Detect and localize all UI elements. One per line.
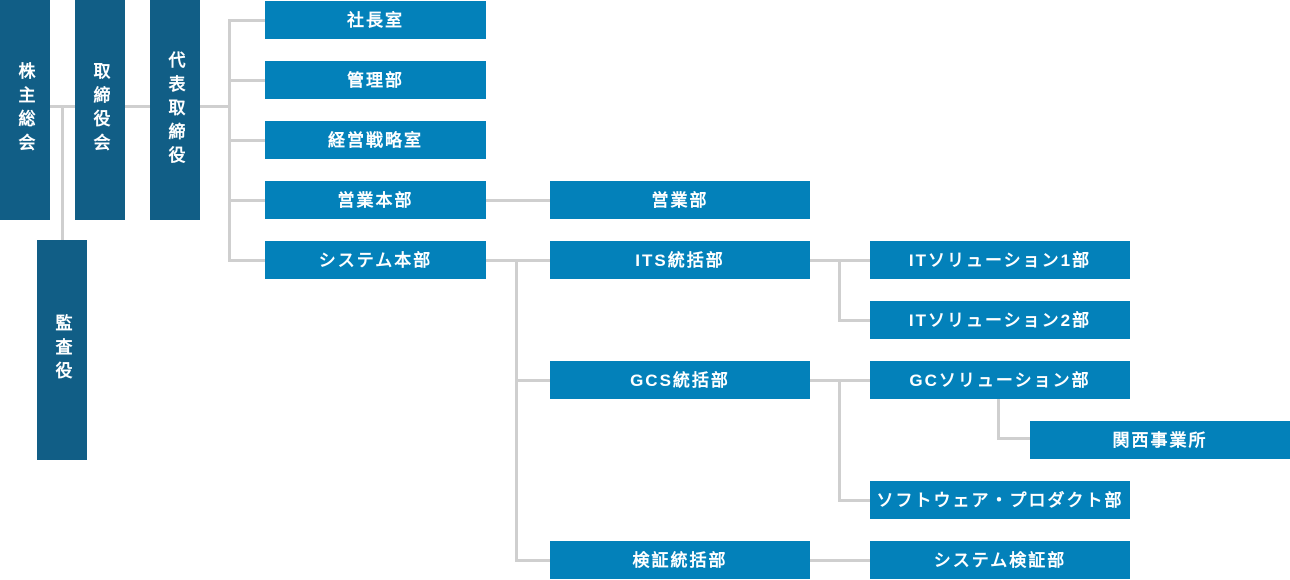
connector-line	[50, 105, 230, 108]
connector-line	[838, 379, 841, 502]
node-presidents-office: 社長室	[265, 1, 486, 39]
node-kansai-office: 関西事業所	[1030, 421, 1290, 459]
connector-line	[810, 259, 841, 262]
connector-line	[838, 259, 870, 262]
node-gcs-division: GCS統括部	[550, 361, 810, 399]
connector-line	[838, 499, 870, 502]
connector-line	[838, 259, 841, 322]
node-verification-division: 検証統括部	[550, 541, 810, 579]
node-system-headquarters: システム本部	[265, 241, 486, 279]
connector-line	[838, 379, 870, 382]
connector-line	[997, 437, 1030, 440]
connector-line	[486, 199, 550, 202]
node-it-solution-2: ITソリューション2部	[870, 301, 1130, 339]
node-it-solution-1: ITソリューション1部	[870, 241, 1130, 279]
node-sales-department: 営業部	[550, 181, 810, 219]
connector-line	[997, 399, 1000, 440]
connector-line	[515, 259, 518, 562]
connector-line	[228, 79, 265, 82]
node-software-product: ソフトウェア・プロダクト部	[870, 481, 1130, 519]
connector-line	[228, 19, 265, 22]
connector-line	[61, 105, 64, 240]
node-auditor: 監査役	[37, 240, 87, 460]
connector-line	[838, 319, 870, 322]
node-system-verification: システム検証部	[870, 541, 1130, 579]
node-shareholders-meeting: 株主総会	[0, 0, 50, 220]
connector-line	[228, 199, 265, 202]
node-board-of-directors: 取締役会	[75, 0, 125, 220]
connector-line	[515, 259, 550, 262]
node-admin-department: 管理部	[265, 61, 486, 99]
connector-line	[810, 559, 870, 562]
node-its-division: ITS統括部	[550, 241, 810, 279]
node-gc-solution: GCソリューション部	[870, 361, 1130, 399]
connector-line	[810, 379, 841, 382]
connector-line	[228, 139, 265, 142]
node-sales-headquarters: 営業本部	[265, 181, 486, 219]
connector-line	[486, 259, 518, 262]
connector-line	[515, 559, 550, 562]
connector-line	[228, 259, 265, 262]
node-strategy-office: 経営戦略室	[265, 121, 486, 159]
node-representative-director: 代表取締役	[150, 0, 200, 220]
connector-line	[515, 379, 550, 382]
